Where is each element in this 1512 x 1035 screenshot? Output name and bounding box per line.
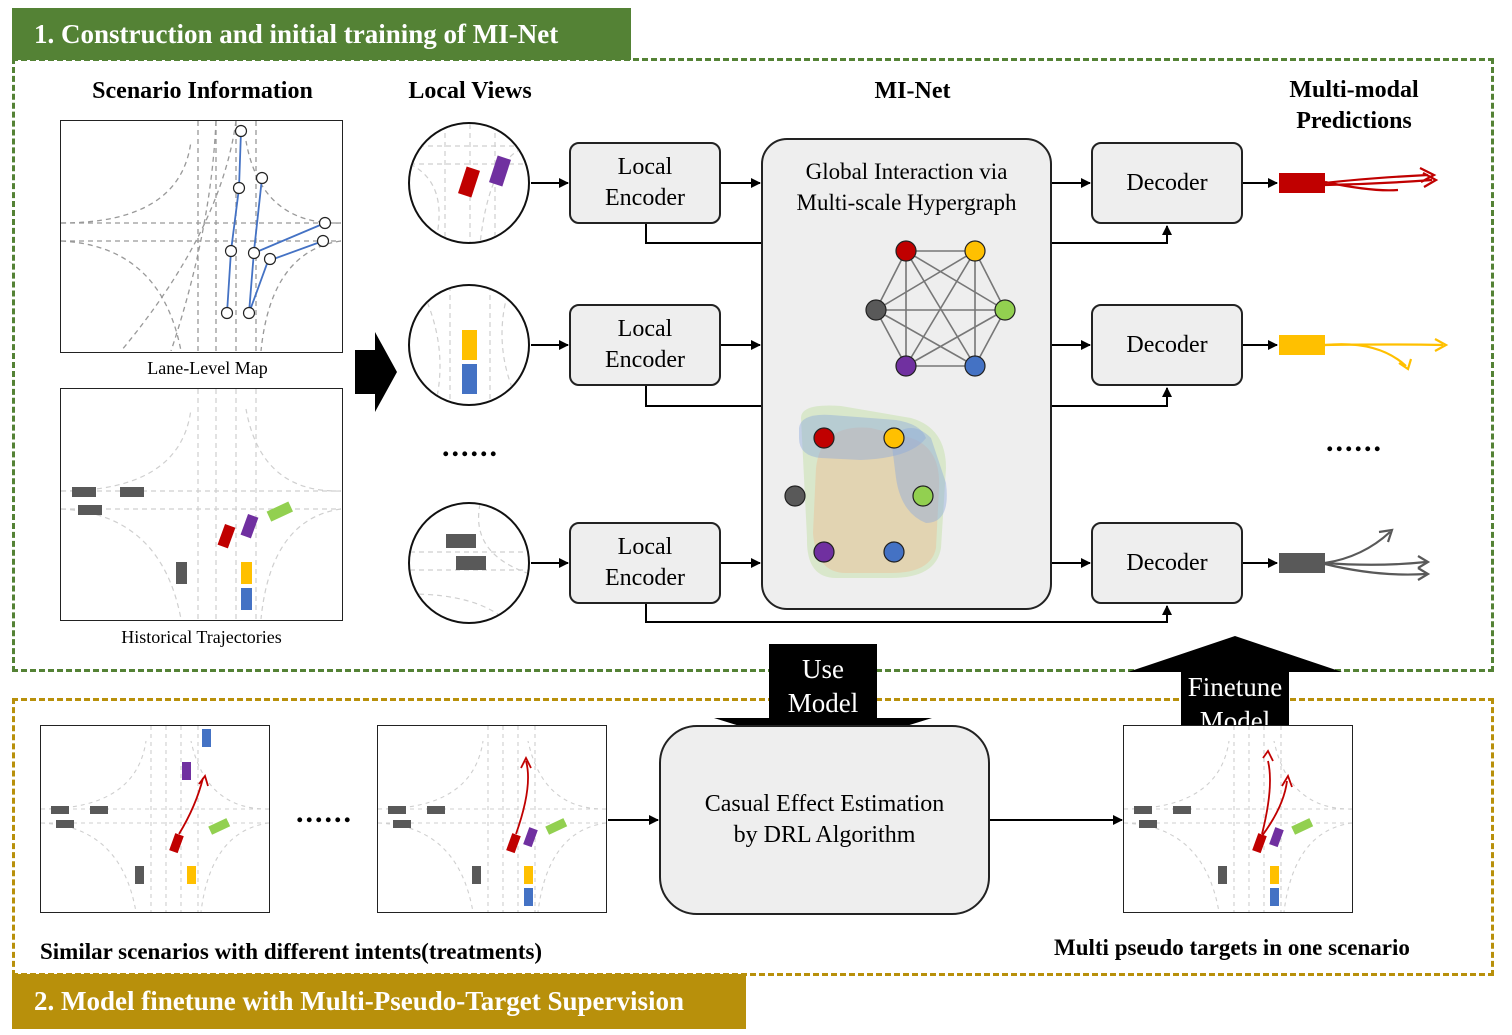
decoder-2: Decoder [1091, 304, 1243, 386]
local-encoder-2: Local Encoder [569, 304, 721, 386]
local-view-2 [408, 284, 530, 406]
multi-pseudo-target-scenario [1123, 725, 1353, 913]
prediction-red [1279, 167, 1439, 193]
decoder-1: Decoder [1091, 142, 1243, 224]
similar-scenario-2 [377, 725, 607, 913]
use-model-label: Use Model [787, 654, 859, 718]
caption-historical-trajectories: Historical Trajectories [121, 627, 282, 647]
hypergraph-graphic [784, 240, 1016, 578]
lane-level-map-panel [60, 120, 343, 353]
local-view-3 [408, 502, 530, 624]
global-interaction-label: Global Interaction via Multi-scale Hyper… [796, 159, 1017, 215]
caption-multi-pseudo-targets: Multi pseudo targets in one scenario [1054, 935, 1410, 960]
historical-trajectories-graphic [60, 389, 342, 620]
historical-trajectories-panel [60, 388, 343, 621]
local-encoder-1: Local Encoder [569, 142, 721, 224]
caption-similar-scenarios: Similar scenarios with different intents… [40, 939, 543, 964]
header-minet: MI-Net [874, 78, 951, 104]
section1-banner: 1. Construction and initial training of … [12, 8, 631, 60]
prediction-gray [1279, 528, 1431, 581]
local-encoder-3: Local Encoder [569, 522, 721, 604]
similar-scenario-1 [40, 725, 270, 913]
section1-dashed-frame [12, 58, 1494, 672]
section2-banner-text: 2. Model finetune with Multi-Pseudo-Targ… [34, 986, 685, 1016]
section2-connections [608, 815, 1123, 825]
caption-lane-level-map: Lane-Level Map [147, 358, 268, 378]
decoder-3: Decoder [1091, 522, 1243, 604]
header-multimodal-predictions: Multi-modal Predictions [1289, 77, 1419, 134]
lane-level-map-graphic [60, 120, 342, 352]
ellipsis-scenarios: ...... [296, 796, 353, 829]
section1-connections [531, 178, 1278, 623]
finetune-model-up-arrow [1128, 636, 1342, 744]
section1-banner-text: 1. Construction and initial training of … [34, 18, 559, 49]
prediction-yellow [1279, 335, 1449, 371]
minet-global-block: Global Interaction via Multi-scale Hyper… [761, 138, 1052, 610]
section2-banner: 2. Model finetune with Multi-Pseudo-Targ… [12, 974, 746, 1029]
header-local-views: Local Views [408, 78, 532, 104]
section2-dashed-frame [12, 698, 1494, 976]
ellipsis-predictions: ...... [1326, 425, 1383, 458]
local-view-1 [408, 122, 530, 244]
causal-effect-estimation-box: Casual Effect Estimation by DRL Algorith… [659, 725, 990, 915]
black-right-arrow-icon [355, 332, 397, 412]
header-scenario-information: Scenario Information [92, 78, 313, 104]
ellipsis-local-views: ...... [442, 430, 499, 463]
causal-effect-label: Casual Effect Estimation by DRL Algorith… [704, 791, 945, 848]
